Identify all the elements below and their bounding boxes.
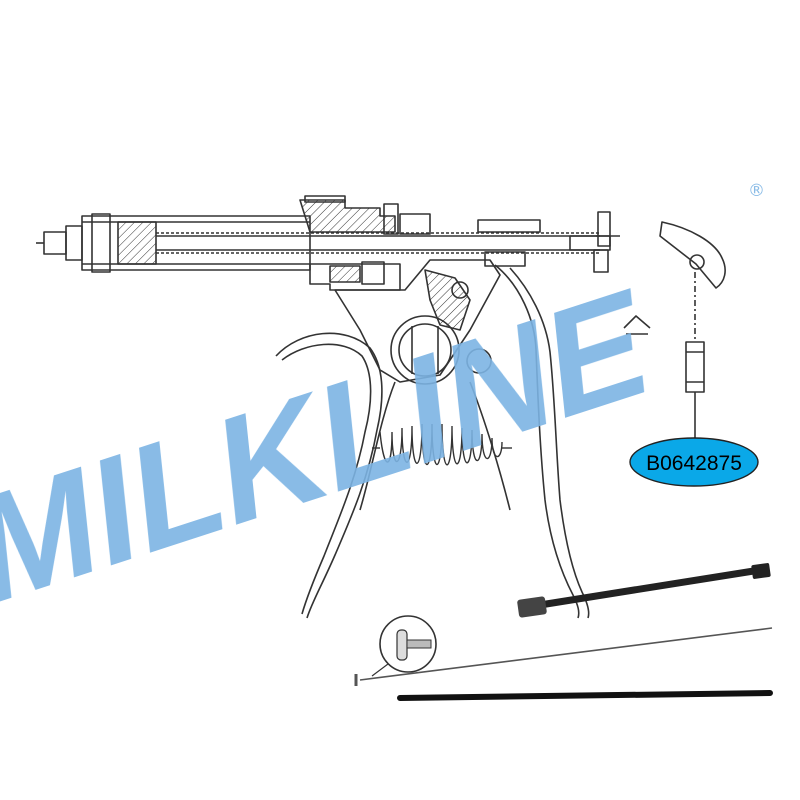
return-spring [372, 423, 512, 466]
syringe-barrel [36, 195, 620, 291]
registered-mark: ® [748, 181, 765, 201]
accessory-rods [354, 563, 773, 701]
part-number-code: B0642875 [646, 452, 742, 475]
brand-wordmark: MILKLINE [0, 254, 653, 640]
spare-parts [623, 221, 726, 442]
detail-magnifier [371, 615, 437, 677]
part-number-badge: B0642875 [629, 437, 759, 487]
